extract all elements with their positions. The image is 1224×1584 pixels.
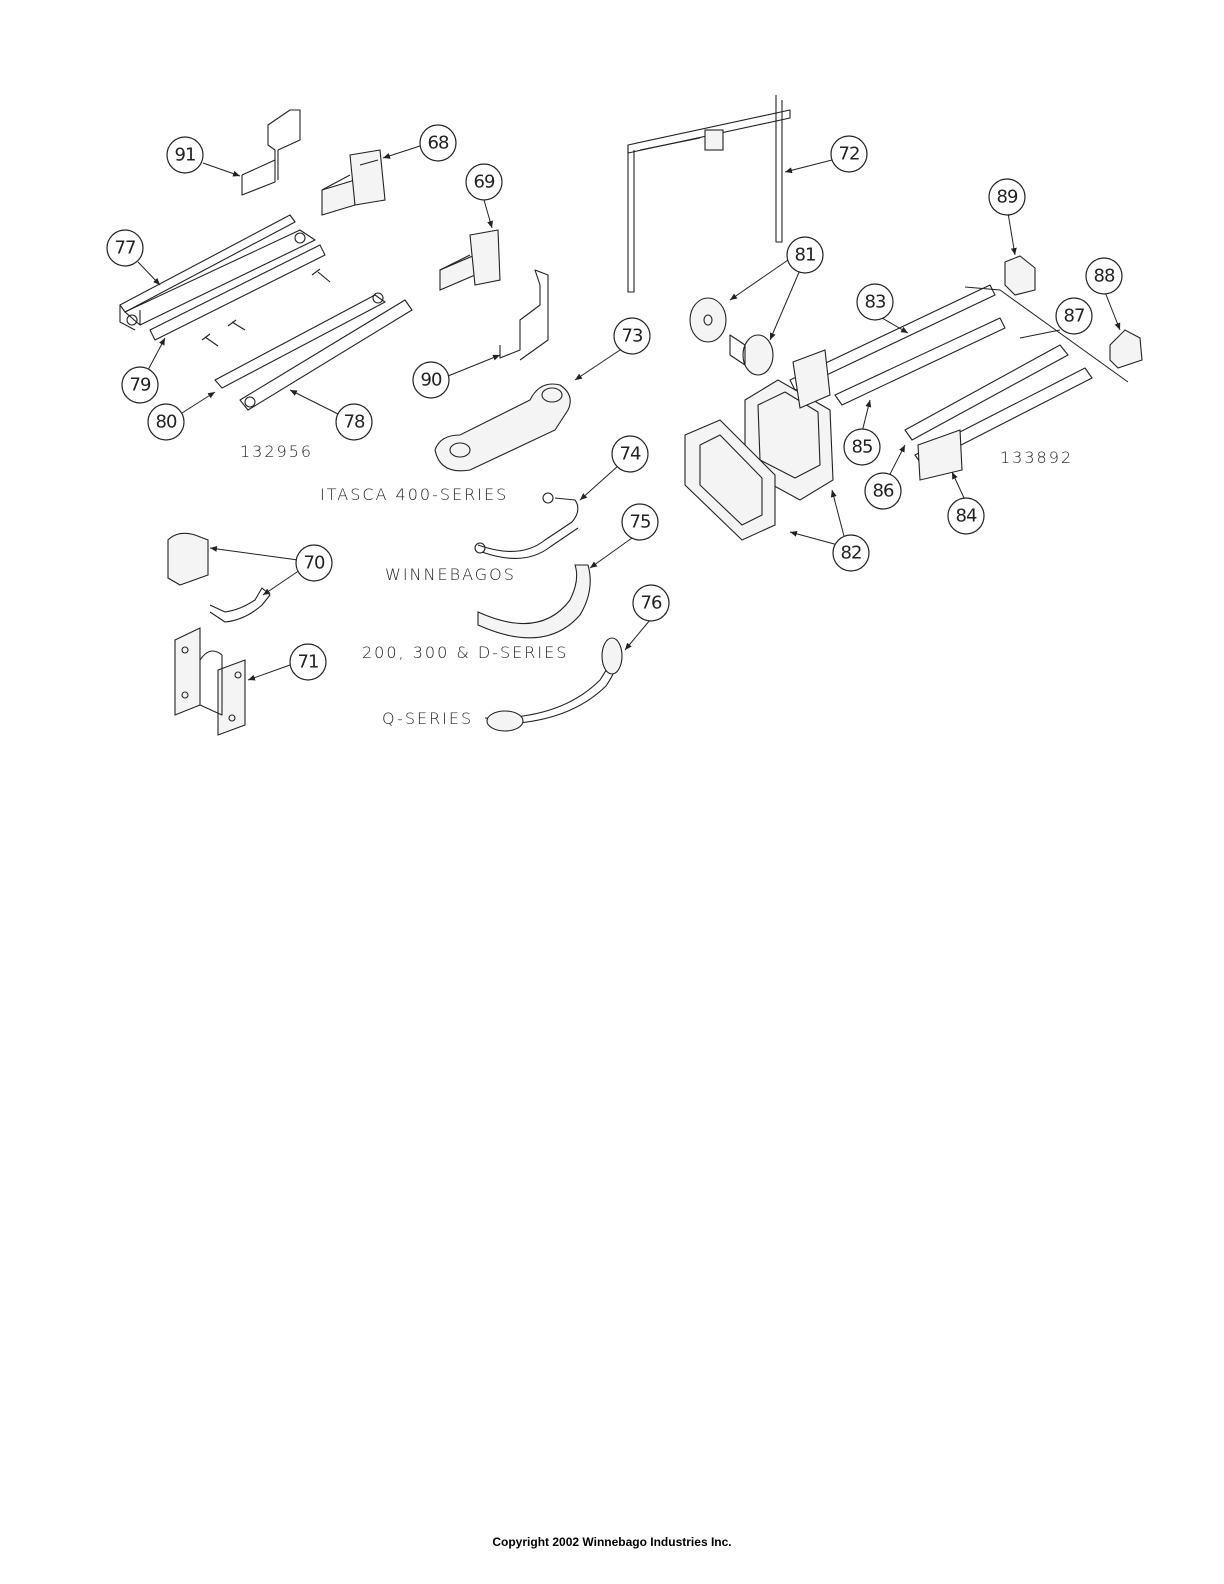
part-77-slide	[120, 215, 315, 330]
callout-85: 85	[844, 429, 880, 465]
svg-text:74: 74	[620, 444, 641, 465]
caption-q-series: Q-SERIES	[382, 709, 473, 728]
part-91-bracket	[242, 110, 300, 195]
svg-text:68: 68	[428, 133, 449, 154]
svg-text:88: 88	[1094, 266, 1115, 287]
callout-72: 72	[831, 136, 867, 172]
part-89-bracket	[1005, 256, 1035, 295]
part-78-slide	[215, 293, 412, 410]
callout-75: 75	[622, 504, 658, 540]
callout-81: 81	[787, 237, 823, 273]
callout-73: 73	[614, 318, 650, 354]
callout-90: 90	[413, 362, 449, 398]
callout-69: 69	[466, 164, 502, 200]
caption-200-300-d-series: 200, 300 & D-SERIES	[362, 643, 568, 662]
part-73-handle	[435, 384, 570, 471]
part-number-133892: 133892	[1000, 448, 1073, 467]
callout-87: 87	[1056, 298, 1092, 334]
callout-74: 74	[612, 436, 648, 472]
svg-text:78: 78	[344, 412, 365, 433]
svg-text:89: 89	[997, 187, 1018, 208]
svg-text:82: 82	[841, 543, 862, 564]
parts-diagram: 91 68 69 77 79 80 78 90 73 74 75 76 70 7…	[0, 0, 1224, 800]
part-number-132956: 132956	[240, 442, 313, 461]
svg-text:85: 85	[852, 437, 873, 458]
svg-text:69: 69	[474, 172, 495, 193]
callout-78: 78	[336, 404, 372, 440]
part-72-rod-assembly	[628, 95, 790, 292]
callout-82: 82	[833, 535, 869, 571]
callout-89: 89	[989, 179, 1025, 215]
callout-86: 86	[865, 473, 901, 509]
svg-text:91: 91	[175, 145, 196, 166]
callout-84: 84	[948, 498, 984, 534]
callout-77: 77	[107, 230, 143, 266]
part-81-knobs	[690, 298, 773, 375]
svg-text:81: 81	[795, 245, 816, 266]
callout-79: 79	[122, 367, 158, 403]
svg-text:70: 70	[304, 553, 325, 574]
svg-text:72: 72	[839, 144, 860, 165]
svg-text:75: 75	[630, 512, 651, 533]
part-69-bracket	[440, 230, 500, 290]
callout-70: 70	[296, 545, 332, 581]
callout-88: 88	[1086, 258, 1122, 294]
part-70-clips	[168, 533, 270, 622]
svg-text:86: 86	[873, 481, 894, 502]
callout-80: 80	[148, 404, 184, 440]
svg-text:87: 87	[1064, 306, 1085, 327]
caption-winnebagos: WINNEBAGOS	[385, 565, 516, 584]
svg-text:77: 77	[115, 238, 136, 259]
part-71-hinge	[175, 628, 245, 735]
part-82-frames	[685, 380, 833, 540]
callout-68: 68	[420, 125, 456, 161]
callout-91: 91	[167, 137, 203, 173]
svg-text:80: 80	[156, 412, 177, 433]
leader-lines	[138, 145, 1120, 680]
copyright-footer: Copyright 2002 Winnebago Industries Inc.	[0, 1535, 1224, 1549]
svg-text:83: 83	[865, 292, 886, 313]
caption-itasca-400-series: ITASCA 400-SERIES	[320, 485, 508, 504]
callout-76: 76	[633, 585, 669, 621]
svg-text:76: 76	[641, 593, 662, 614]
svg-text:84: 84	[956, 506, 977, 527]
part-68-bracket	[322, 150, 385, 215]
svg-text:73: 73	[622, 326, 643, 347]
svg-text:90: 90	[421, 370, 442, 391]
part-90-bracket	[500, 270, 548, 360]
part-88-bracket	[1110, 330, 1142, 368]
svg-text:71: 71	[298, 652, 319, 673]
part-83-slide	[790, 285, 1005, 408]
svg-text:79: 79	[130, 375, 151, 396]
callout-83: 83	[857, 284, 893, 320]
callout-71: 71	[290, 644, 326, 680]
